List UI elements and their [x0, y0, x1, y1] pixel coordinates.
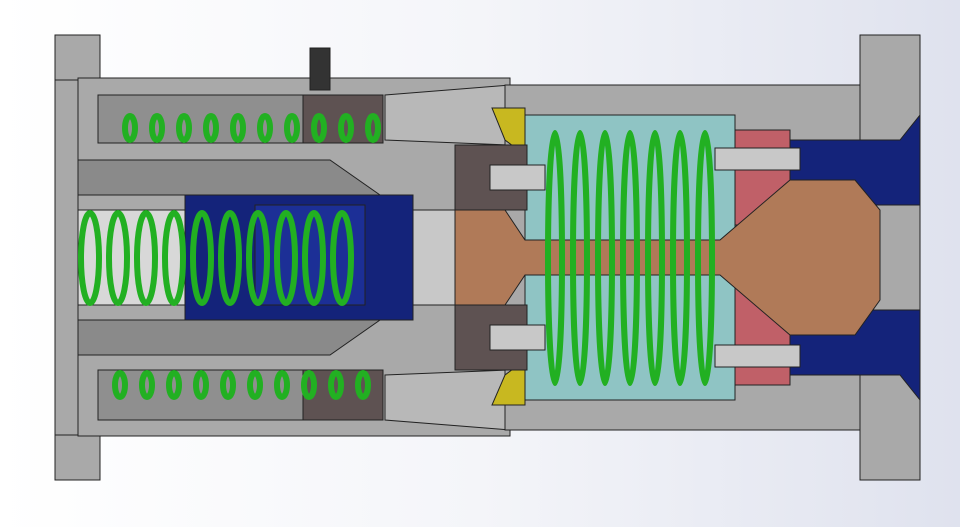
handle-knob: [309, 47, 331, 91]
upper-spring-coil: [203, 113, 219, 143]
left-flange-top: [54, 34, 101, 81]
springs: [78, 113, 715, 400]
lower-spring-coil: [328, 370, 344, 400]
lower-spring-coil: [166, 370, 182, 400]
lower-spring-coil: [139, 370, 155, 400]
upper-cone: [384, 84, 511, 146]
lower-spring-coil: [193, 370, 209, 400]
lower-spring-coil: [220, 370, 236, 400]
left-flange-bottom: [54, 434, 101, 481]
center-plug: [412, 209, 456, 306]
main-spring-coil: [274, 210, 298, 306]
main-spring-coil: [162, 210, 186, 306]
main-spring-coil: [246, 210, 270, 306]
main-spring-coil: [106, 210, 130, 306]
right-spring-coil: [595, 130, 615, 386]
upper-spring-coil: [365, 113, 381, 143]
upper-wedge: [77, 159, 382, 196]
main-spring-coil: [302, 210, 326, 306]
upper-spring-coil: [257, 113, 273, 143]
main-spring-coil: [78, 210, 102, 306]
main-spring-coil: [190, 210, 214, 306]
lower-spring-coil: [301, 370, 317, 400]
lower-spring-coil: [112, 370, 128, 400]
upper-spring-coil: [176, 113, 192, 143]
upper-spring-coil: [149, 113, 165, 143]
upper-spring-coil: [122, 113, 138, 143]
lower-spring-coil: [274, 370, 290, 400]
lower-right-bolt: [714, 344, 801, 368]
right-spring-coil: [695, 130, 715, 386]
upper-bolt: [489, 164, 546, 191]
right-spring-coil: [570, 130, 590, 386]
upper-spring-coil: [230, 113, 246, 143]
right-spring-coil: [620, 130, 640, 386]
upper-spring-coil: [338, 113, 354, 143]
upper-spring-coil: [284, 113, 300, 143]
main-spring-coil: [218, 210, 242, 306]
lower-cone: [384, 369, 511, 431]
right-spring-coil: [670, 130, 690, 386]
upper-spring-coil: [311, 113, 327, 143]
main-spring-coil: [330, 210, 354, 306]
upper-right-bolt: [714, 147, 801, 171]
lower-wedge: [77, 319, 382, 356]
main-spring-coil: [134, 210, 158, 306]
right-spring-coil: [545, 130, 565, 386]
shaft: [454, 179, 881, 336]
lower-bolt: [489, 324, 546, 351]
lower-spring-coil: [247, 370, 263, 400]
lower-spring-coil: [355, 370, 371, 400]
right-spring-coil: [645, 130, 665, 386]
